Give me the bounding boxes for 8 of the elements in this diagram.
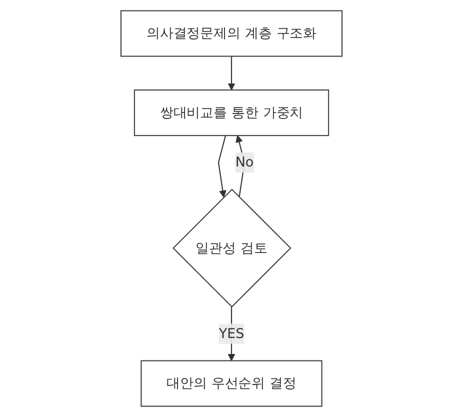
arrow — [228, 56, 236, 90]
node-box: 쌍대비교를 통한 가중치 — [134, 89, 330, 136]
node-box: 대안의 우선순위 결정 — [140, 360, 322, 407]
edge-label: No — [235, 154, 254, 170]
node-diamond: 일관성 검토 — [172, 188, 292, 308]
node-box: 의사결정문제의 계층 구조화 — [120, 10, 343, 57]
arrow — [218, 135, 226, 198]
edge-label: YES — [218, 325, 244, 342]
